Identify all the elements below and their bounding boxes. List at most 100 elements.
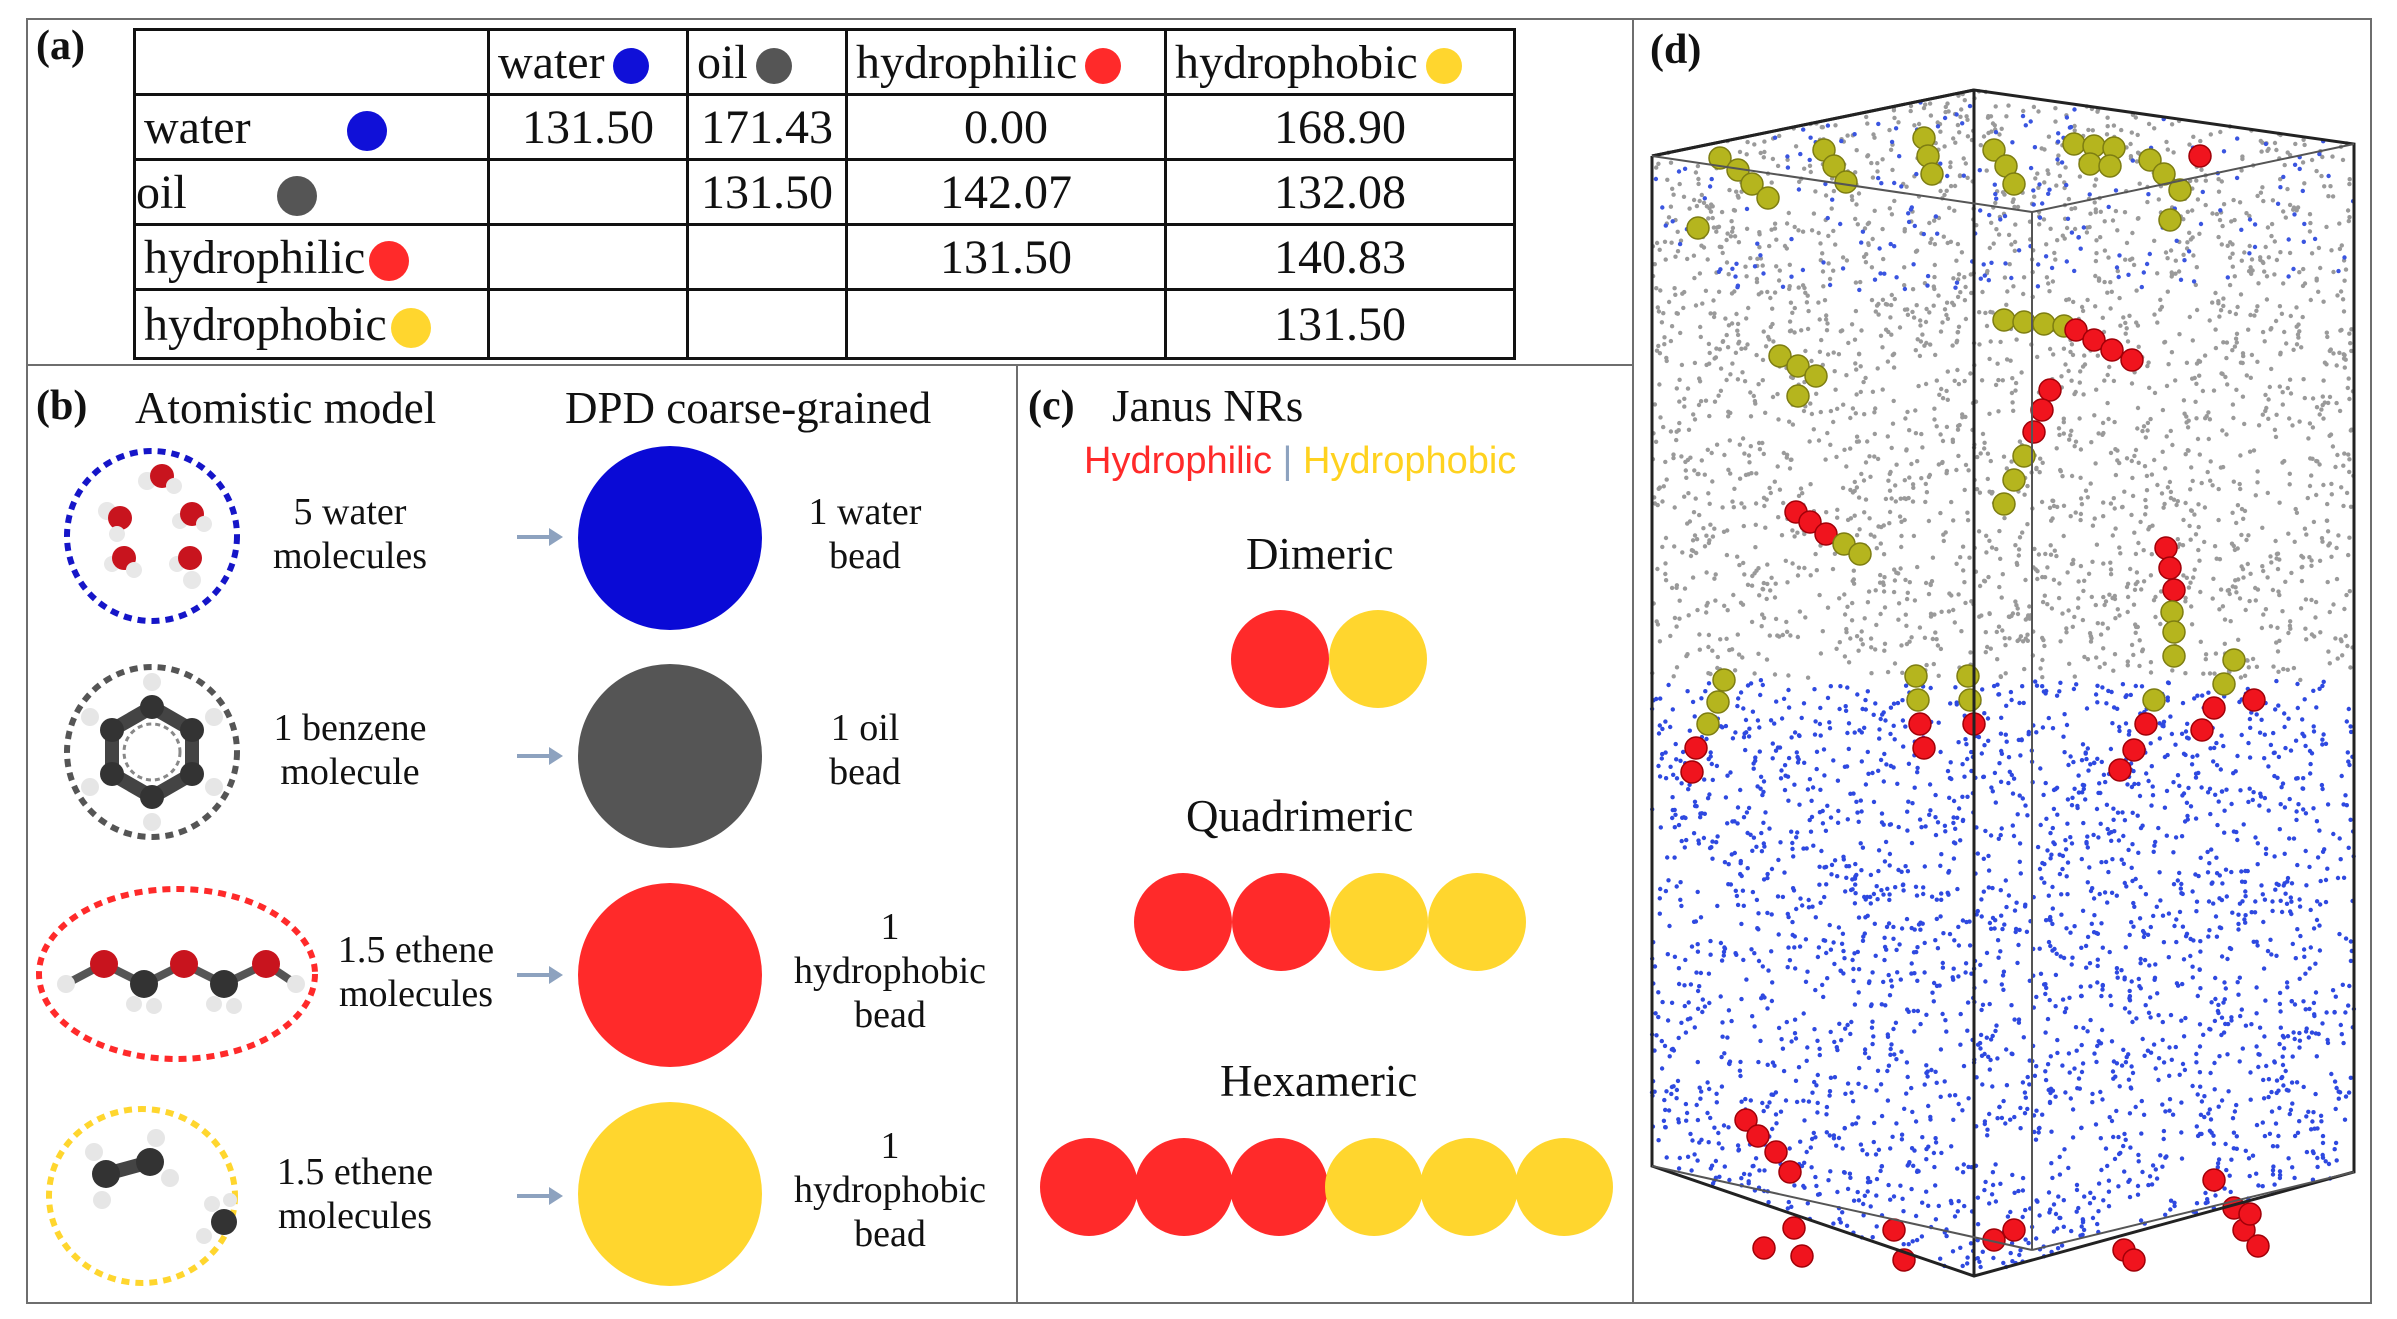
water-particle — [2198, 1112, 2204, 1118]
oil-particle — [1749, 583, 1755, 588]
water-particle — [1898, 1183, 1903, 1188]
water-particle — [2307, 1006, 2312, 1012]
oil-particle — [1959, 107, 1964, 112]
oil-particle — [2156, 197, 2161, 202]
water-particle — [2348, 958, 2354, 964]
oil-particle — [2061, 503, 2067, 508]
oil-particle — [1948, 239, 1954, 244]
water-particle — [1998, 731, 2004, 736]
water-particle — [2099, 921, 2104, 926]
oil-particle — [2125, 339, 2131, 344]
oil-particle — [2227, 282, 2233, 288]
oil-particle — [2101, 646, 2106, 651]
oil-particle — [1890, 167, 1895, 173]
oil-particle — [1896, 120, 1901, 125]
oil-particle — [1864, 252, 1869, 257]
oil-particle — [1825, 321, 1830, 326]
water-particle — [1853, 891, 1858, 896]
water-particle — [2195, 693, 2200, 698]
oil-particle — [2182, 411, 2187, 416]
oil-particle — [1663, 561, 1668, 566]
oil-particle — [1762, 149, 1767, 155]
oil-particle — [1724, 377, 1729, 383]
water-particle — [1927, 812, 1932, 817]
water-particle — [2076, 1205, 2081, 1211]
water-particle — [2051, 1202, 2057, 1207]
water-particle — [1732, 850, 1737, 856]
water-particle — [1989, 1192, 1995, 1197]
water-particle — [2288, 748, 2294, 753]
oil-particle — [1661, 424, 1666, 430]
oil-particle — [1783, 558, 1788, 563]
oil-particle — [1697, 198, 1702, 204]
oil-particle — [1739, 346, 1744, 351]
water-particle — [1815, 1038, 1820, 1043]
oil-particle — [2218, 465, 2224, 470]
water-particle — [2090, 886, 2095, 891]
oil-particle — [1727, 187, 1732, 193]
oil-particle — [2141, 424, 2147, 429]
oil-particle — [1903, 416, 1908, 421]
oil-particle — [1658, 288, 1663, 293]
water-particle — [1707, 1086, 1712, 1092]
water-particle — [2247, 251, 2252, 256]
water-particle — [2304, 1149, 2310, 1155]
oil-particle — [1878, 541, 1883, 546]
water-particle — [1909, 971, 1914, 976]
oil-particle — [2094, 655, 2099, 660]
water-particle — [2003, 732, 2008, 737]
oil-particle — [1797, 609, 1803, 614]
oil-particle — [2135, 216, 2141, 221]
water-particle — [2318, 902, 2323, 907]
oil-particle — [1905, 312, 1911, 317]
oil-particle — [2105, 115, 2110, 120]
water-particle — [1735, 703, 1740, 709]
oil-particle — [2198, 639, 2203, 644]
oil-particle — [1856, 495, 1862, 500]
water-particle — [1661, 1118, 1667, 1124]
oil-particle — [2206, 436, 2211, 442]
water-particle — [2196, 873, 2201, 879]
oil-particle — [2339, 243, 2344, 248]
water-particle — [2314, 1054, 2319, 1059]
oil-particle — [2283, 215, 2288, 220]
water-particle — [2051, 1229, 2057, 1234]
oil-particle — [2177, 542, 2182, 547]
oil-particle — [1954, 258, 1959, 263]
water-particle — [2061, 1224, 2066, 1230]
water-particle — [1797, 944, 1803, 949]
water-particle — [2130, 842, 2135, 847]
water-particle — [1915, 945, 1920, 950]
oil-particle — [2316, 245, 2322, 251]
oil-particle — [1717, 244, 1722, 249]
water-particle — [2157, 870, 2162, 875]
oil-particle — [2218, 129, 2223, 135]
water-particle — [2114, 1108, 2119, 1114]
water-particle — [2191, 938, 2196, 943]
oil-particle — [1720, 250, 1725, 256]
water-particle — [1893, 126, 1899, 131]
oil-particle — [2230, 264, 2235, 269]
oil-particle — [2207, 417, 2213, 422]
water-particle — [2240, 1046, 2245, 1051]
oil-particle — [1707, 361, 1712, 366]
water-particle — [1948, 701, 1953, 706]
oil-particle — [2160, 407, 2166, 413]
water-particle — [2212, 1018, 2218, 1024]
oil-particle — [1982, 446, 1987, 451]
oil-particle — [2341, 503, 2346, 509]
oil-particle — [2235, 503, 2241, 508]
oil-particle — [1931, 303, 1936, 308]
oil-particle — [2324, 518, 2330, 523]
water-particle — [2126, 272, 2131, 277]
oil-particle — [2188, 237, 2194, 242]
water-particle — [1746, 805, 1752, 811]
water-particle — [1885, 1068, 1890, 1074]
water-particle — [2009, 1051, 2014, 1056]
water-particle — [2020, 1188, 2026, 1193]
water-particle — [2215, 1165, 2220, 1170]
water-particle — [1669, 1091, 1674, 1097]
oil-particle — [1785, 157, 1790, 162]
water-particle — [2339, 773, 2344, 779]
oil-particle — [2252, 313, 2257, 318]
